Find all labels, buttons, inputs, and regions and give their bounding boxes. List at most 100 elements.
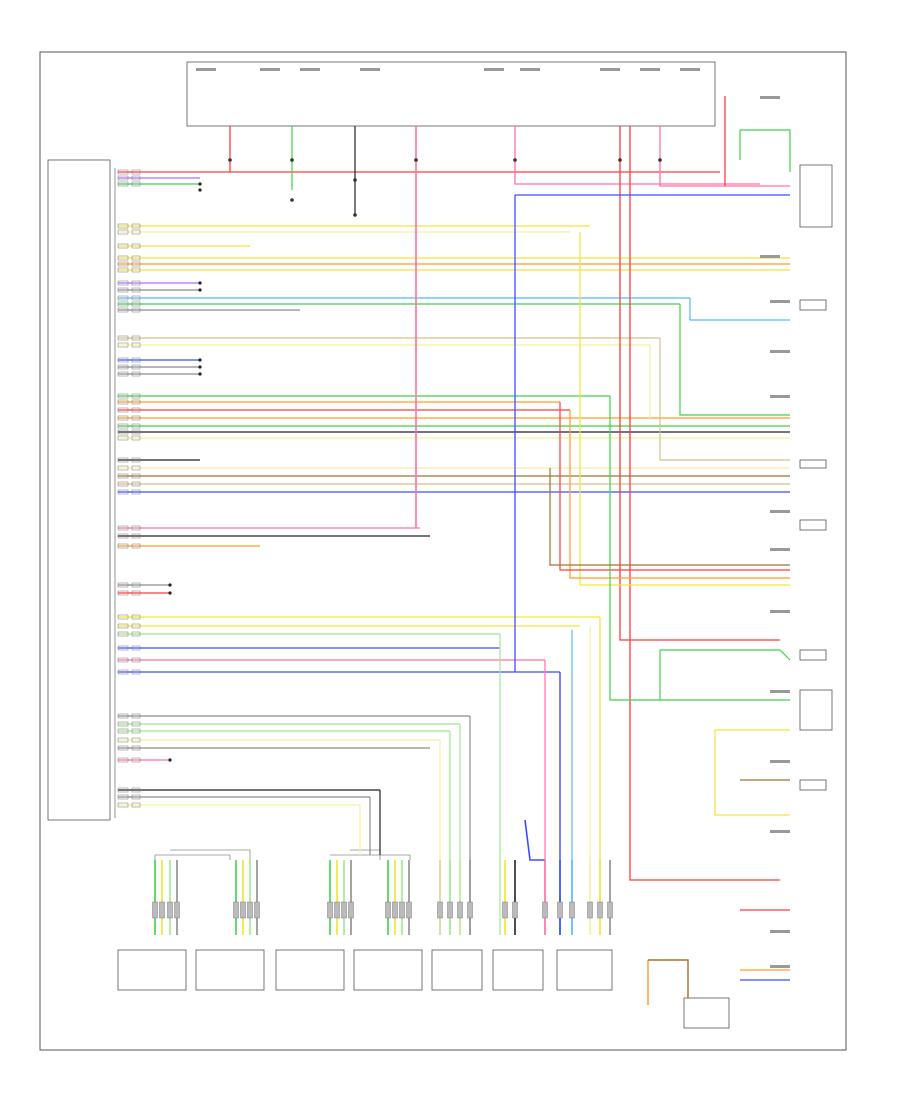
label-mark [131, 335, 141, 341]
connector-pin [254, 901, 260, 919]
bottom-lead [524, 819, 545, 861]
relay-box [683, 997, 730, 1029]
connector-pin [392, 901, 398, 919]
label-mark [770, 395, 790, 398]
label-mark [131, 745, 141, 751]
label-mark [117, 457, 129, 463]
splice-dot [414, 158, 418, 162]
sensor-box [431, 949, 483, 991]
signal-wire [549, 468, 790, 566]
label-mark [131, 261, 141, 267]
label-mark [131, 533, 141, 539]
label-mark [131, 465, 141, 471]
label-mark [117, 757, 129, 763]
fuse-wire [619, 126, 780, 641]
fuse-box [186, 61, 716, 127]
sensor-box [492, 949, 544, 991]
label-mark [131, 429, 141, 435]
label-mark [770, 350, 790, 353]
label-mark [770, 610, 790, 613]
splice-dot [353, 213, 357, 217]
label-mark [117, 745, 129, 751]
splice-dot [228, 158, 232, 162]
sensor-box [353, 949, 423, 991]
right-components [799, 164, 833, 791]
label-mark [117, 489, 129, 495]
label-mark [770, 548, 790, 551]
label-mark [131, 423, 141, 429]
connector-pin [334, 901, 340, 919]
label-mark [117, 465, 129, 471]
component-box [799, 649, 827, 661]
label-mark [131, 757, 141, 763]
splice-dot [658, 158, 662, 162]
label-mark [131, 415, 141, 421]
connector-pin [597, 901, 603, 919]
component-box [799, 689, 833, 731]
bottom-components [117, 949, 730, 1029]
sensor-box [556, 949, 613, 991]
ground-symbol [198, 288, 202, 292]
label-mark [117, 342, 129, 348]
label-mark [131, 280, 141, 286]
splice-dot [290, 198, 294, 202]
label-mark [117, 267, 129, 273]
label-mark [131, 481, 141, 487]
label-mark [131, 307, 141, 313]
label-mark [131, 669, 141, 675]
wires [118, 96, 791, 1005]
ground-symbol [198, 358, 202, 362]
connector-pins [152, 158, 662, 919]
ground-symbol [168, 591, 172, 595]
sensor-box [275, 949, 345, 991]
label-mark [360, 68, 380, 71]
signal-wire [569, 410, 790, 579]
label-mark [131, 473, 141, 479]
signal-wire [679, 304, 790, 416]
label-mark [131, 787, 141, 793]
label-mark [117, 223, 129, 229]
connector-pin [385, 901, 391, 919]
splice-dot [353, 178, 357, 182]
connector-pin [457, 901, 463, 919]
label-mark [117, 657, 129, 663]
label-mark [117, 533, 129, 539]
sensor-box [195, 949, 265, 991]
label-mark [131, 543, 141, 549]
label-mark [117, 669, 129, 675]
label-mark [131, 295, 141, 301]
connector-pin [512, 901, 518, 919]
label-mark [117, 794, 129, 800]
fuse-wire [659, 126, 790, 187]
label-mark [131, 645, 141, 651]
ground-symbol [168, 758, 172, 762]
label-mark [260, 68, 280, 71]
label-mark [131, 393, 141, 399]
label-mark [117, 357, 129, 363]
connector-pin [502, 901, 508, 919]
component-box [799, 779, 827, 791]
label-mark [131, 728, 141, 734]
label-mark [117, 255, 129, 261]
bottom-bridge [154, 854, 231, 860]
label-mark [117, 243, 129, 249]
label-mark [117, 429, 129, 435]
fuse-wire [514, 126, 760, 185]
sensor-wire [740, 129, 791, 172]
connector-pin [406, 901, 412, 919]
label-mark [131, 713, 141, 719]
bottom-bridge [170, 849, 251, 860]
label-mark [131, 582, 141, 588]
label-mark [640, 68, 660, 71]
ground-symbol [198, 372, 202, 376]
component-box [799, 519, 827, 531]
label-mark [760, 255, 780, 258]
label-mark [117, 280, 129, 286]
label-mark [117, 371, 129, 377]
signal-wire [659, 338, 790, 461]
label-mark [131, 169, 141, 175]
label-mark [117, 645, 129, 651]
control-module [47, 159, 111, 821]
label-mark [117, 393, 129, 399]
